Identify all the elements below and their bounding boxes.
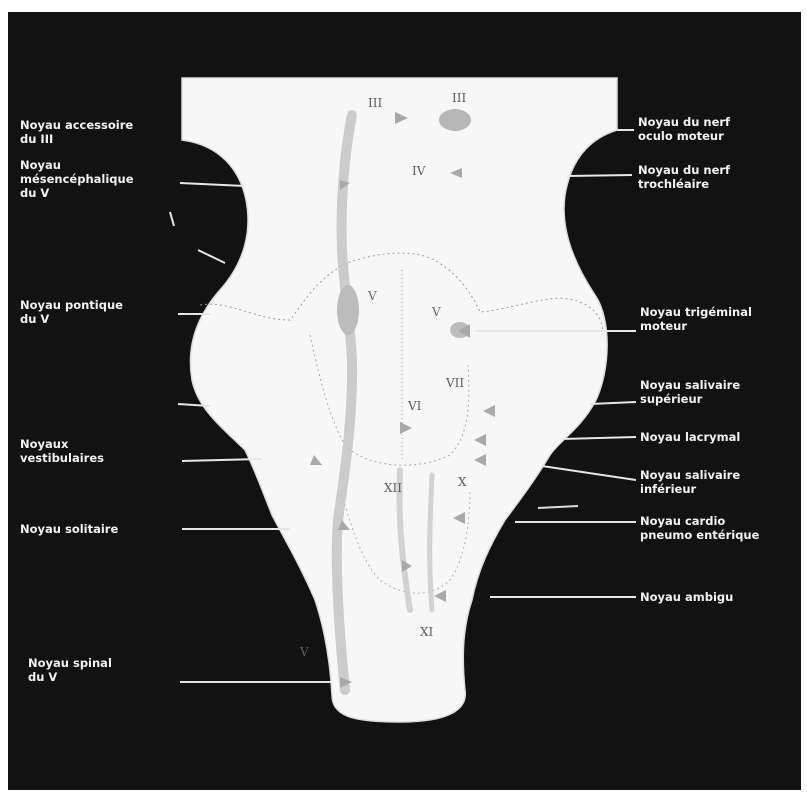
label-noyau-pontique: Noyau pontique du V [20, 298, 123, 326]
label-noyau-spinal: Noyau spinal du V [28, 656, 112, 684]
brainstem-outline [182, 78, 617, 722]
label-noyau-solitaire: Noyau solitaire [20, 522, 118, 536]
label-noyaux-vestibulaires: Noyaux vestibulaires [20, 437, 104, 465]
leader-mesencephalique [180, 183, 245, 186]
numeral-xi: XI [420, 625, 434, 639]
leader-salivaire-sup [590, 402, 636, 404]
leader-salivaire-inf [542, 466, 636, 480]
numeral-vi: VI [407, 399, 422, 413]
leader-lacrymal [562, 437, 636, 439]
numeral-iv: IV [412, 164, 426, 178]
oculomotor-nucleus [439, 109, 471, 131]
numeral-vii: VII [445, 376, 464, 390]
label-noyau-oculomoteur: Noyau du nerf oculo moteur [638, 115, 730, 143]
numeral-iii-right: III [452, 91, 466, 105]
label-noyau-lacrymal: Noyau lacrymal [640, 430, 740, 444]
small-tick-mark [170, 212, 174, 226]
numeral-v-right: V [431, 305, 441, 319]
ambiguus-column [430, 475, 432, 610]
label-noyau-trigeminal: Noyau trigéminal moteur [640, 305, 752, 333]
numeral-x: X [458, 475, 467, 489]
label-noyau-cardio: Noyau cardio pneumo entérique [640, 514, 759, 542]
pontine-nucleus [337, 285, 359, 335]
leader-trochleaire [567, 175, 632, 176]
numeral-v-left: V [367, 289, 377, 303]
label-noyau-salivaire-inferieur: Noyau salivaire inférieur [640, 468, 740, 496]
small-dash-mark [538, 506, 578, 508]
label-noyau-accessoire: Noyau accessoire du III [20, 118, 133, 146]
numeral-v-spinal: V [299, 645, 309, 659]
label-noyau-ambigu: Noyau ambigu [640, 590, 733, 604]
leader-diagonal [198, 250, 225, 263]
label-noyau-mesencephalique: Noyau mésencéphalique du V [20, 158, 134, 200]
label-noyau-salivaire-superieur: Noyau salivaire supérieur [640, 378, 740, 406]
numeral-iii-left: III [368, 96, 382, 110]
numeral-xii: XII [384, 481, 402, 495]
label-noyau-trochleaire: Noyau du nerf trochléaire [638, 163, 730, 191]
